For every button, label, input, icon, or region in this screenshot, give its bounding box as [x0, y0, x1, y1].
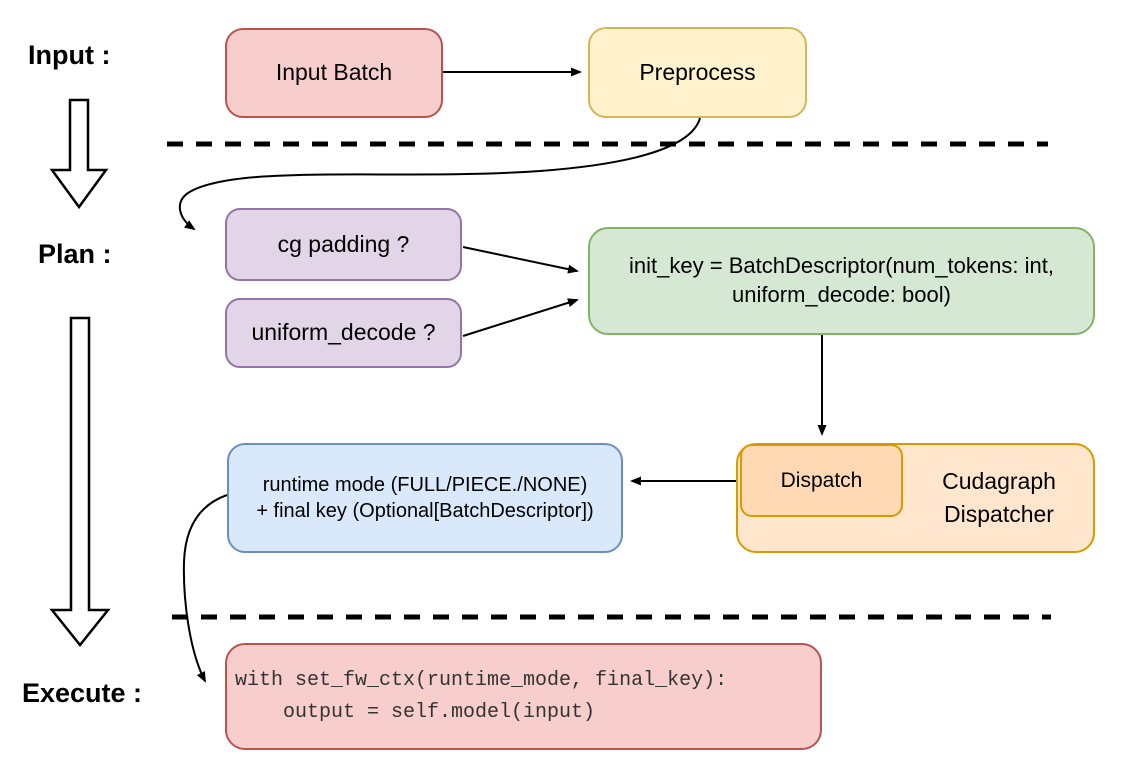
- node-preprocess-label: Preprocess: [639, 58, 756, 85]
- connector-cgpadding-to-initkey: [462, 246, 579, 274]
- node-runtime-mode-line2: + final key (Optional[BatchDescriptor]): [256, 500, 594, 522]
- node-runtime-mode: runtime mode (FULL/PIECE./NONE) + final …: [227, 443, 623, 553]
- node-init-key: init_key = BatchDescriptor(num_tokens: i…: [588, 227, 1095, 335]
- node-execute-code: with set_fw_ctx(runtime_mode, final_key)…: [225, 643, 822, 750]
- connector-uniformdecode-to-initkey: [462, 298, 579, 337]
- cudagraph-line1: Cudagraph: [942, 467, 1056, 494]
- node-cg-padding-label: cg padding ?: [277, 230, 410, 257]
- cudagraph-line2: Dispatcher: [944, 501, 1054, 527]
- node-uniform-decode-label: uniform_decode ?: [251, 319, 436, 346]
- node-input-batch: Input Batch: [225, 28, 443, 118]
- node-input-batch-label: Input Batch: [275, 59, 393, 86]
- plan-stage-down-arrow-icon: [49, 316, 111, 648]
- node-cg-padding: cg padding ?: [225, 208, 462, 281]
- execute-code-line2: output = self.model(input): [235, 700, 596, 724]
- node-preprocess: Preprocess: [588, 27, 807, 118]
- node-cudagraph-dispatcher-label: Cudagraph Dispatcher: [905, 462, 1093, 534]
- stage-label-execute: Execute :: [22, 678, 143, 708]
- node-uniform-decode: uniform_decode ?: [225, 298, 462, 368]
- input-stage-down-arrow-icon: [49, 98, 109, 210]
- node-init-key-line2: uniform_decode: bool): [732, 282, 951, 307]
- node-init-key-line1: init_key = BatchDescriptor(num_tokens: i…: [629, 253, 1054, 279]
- stage-label-plan: Plan :: [38, 239, 112, 269]
- node-dispatch: Dispatch: [740, 444, 903, 517]
- connector-runtimemode-to-execute: [182, 494, 228, 683]
- node-dispatch-label: Dispatch: [780, 468, 863, 492]
- node-runtime-mode-line1: runtime mode (FULL/PIECE./NONE): [262, 474, 588, 496]
- execute-code-line1: with set_fw_ctx(runtime_mode, final_key)…: [235, 668, 728, 692]
- stage-label-input: Input :: [28, 40, 111, 70]
